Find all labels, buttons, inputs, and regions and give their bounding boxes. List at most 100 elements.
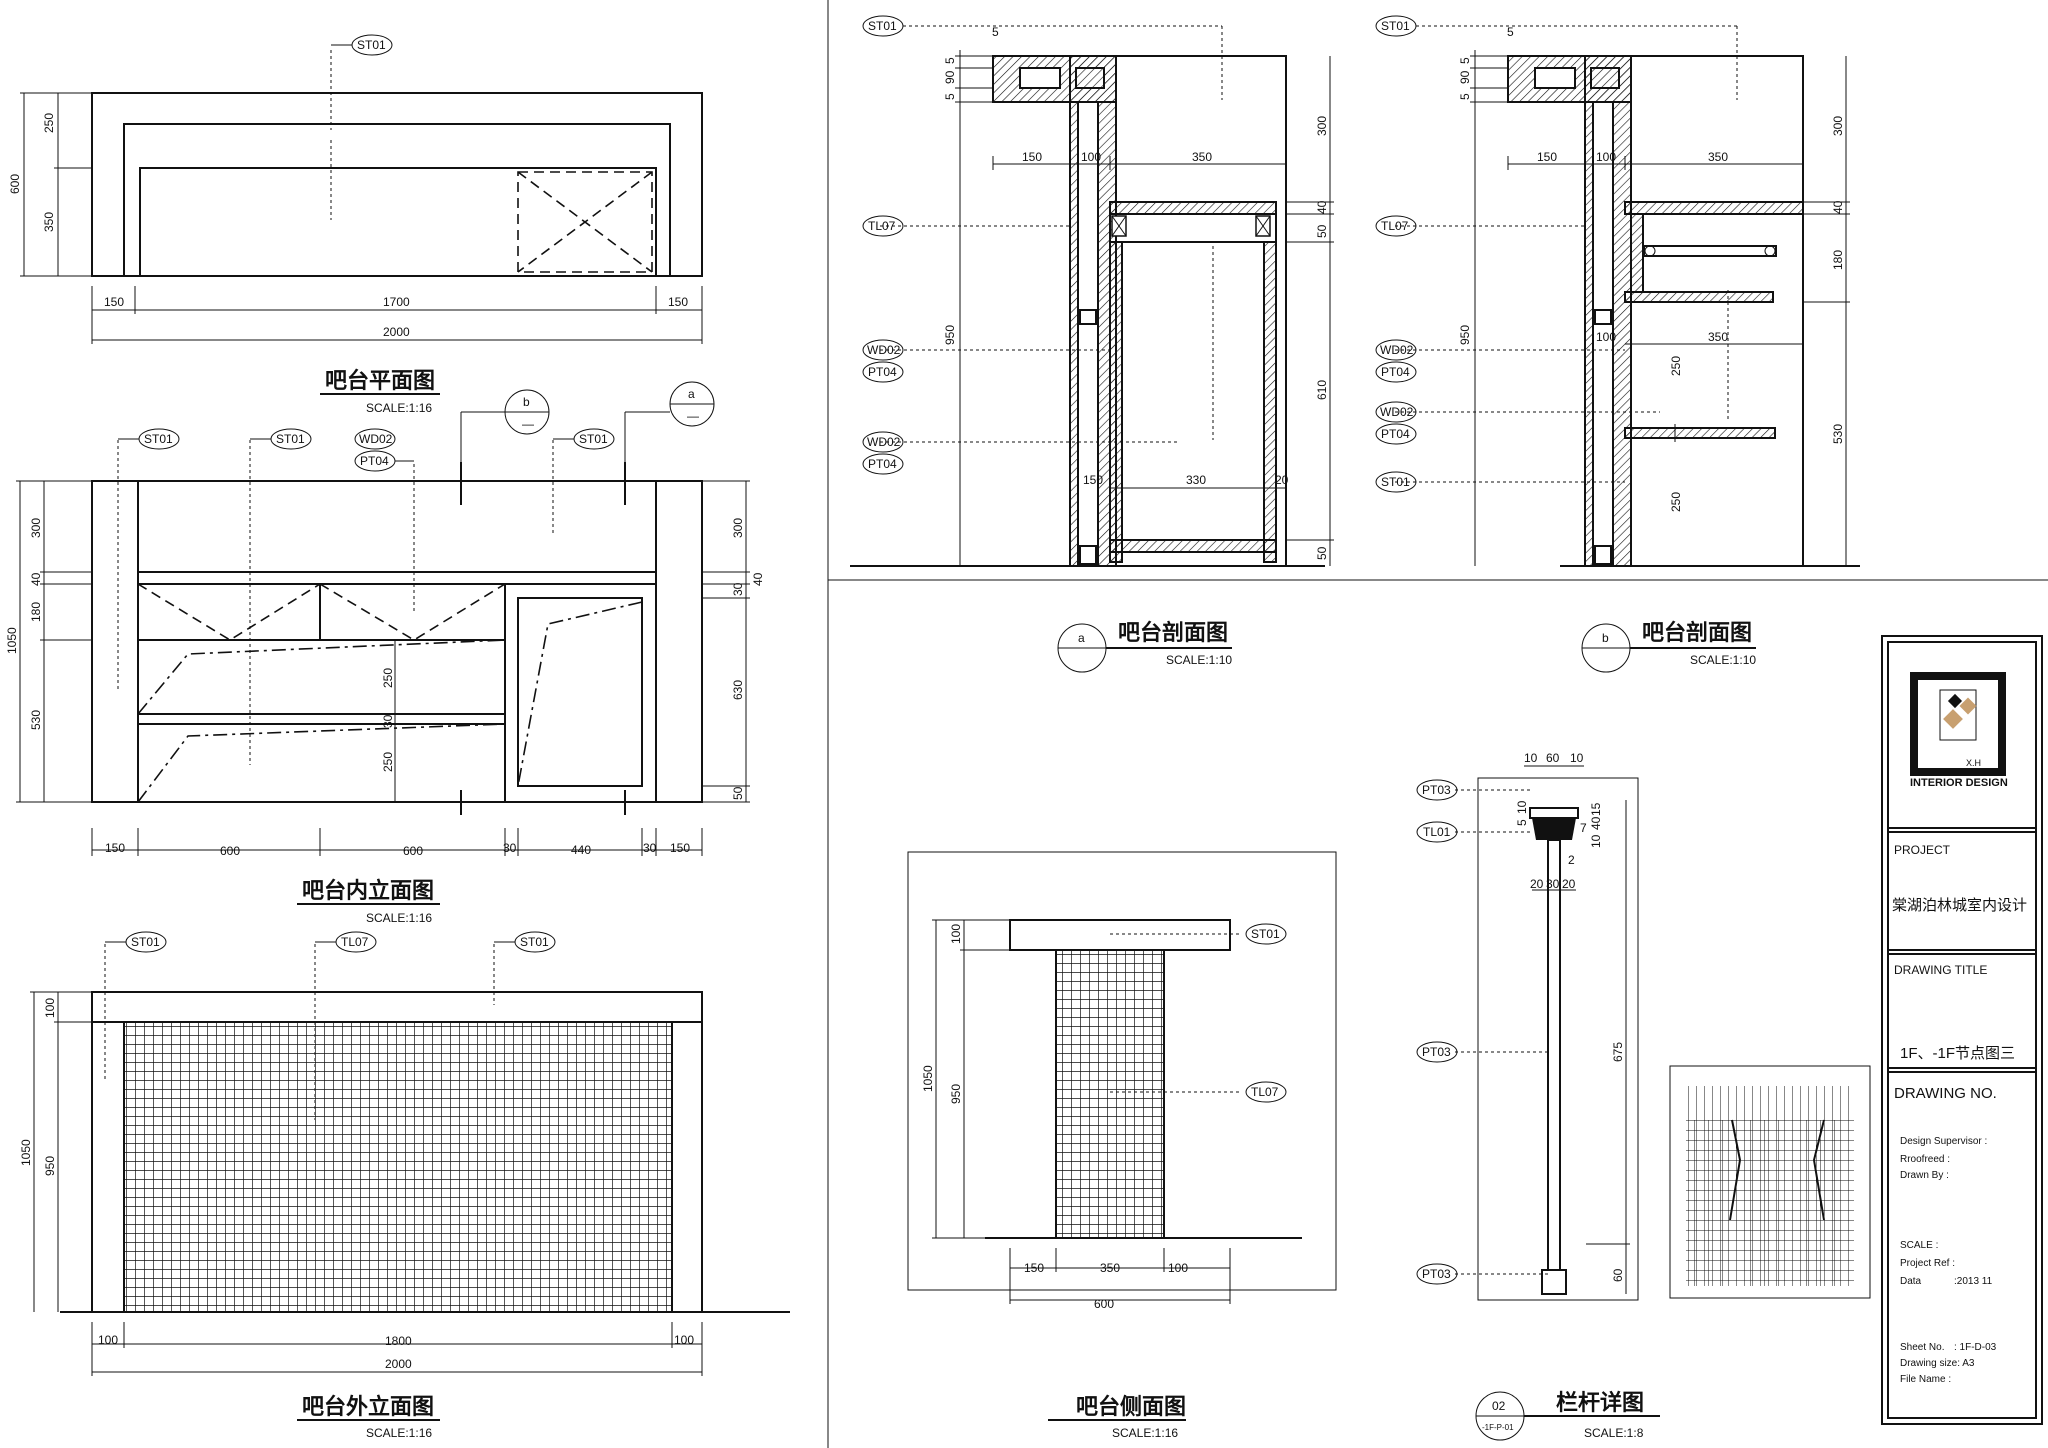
plan-dim-150b: 150 xyxy=(668,295,688,309)
tb-design-supervisor: Design Supervisor : xyxy=(1900,1136,1987,1147)
plan-dim-150a: 150 xyxy=(104,295,124,309)
tb-drawn-by: Drawn By : xyxy=(1900,1170,1949,1181)
section-a-dim-150: 150 xyxy=(1022,150,1042,164)
outer-tag-tl07: TL07 xyxy=(341,935,369,949)
side-dim-l100: 100 xyxy=(949,924,963,944)
section-a-tag-wd02-b: WD02 xyxy=(867,435,901,449)
inner-dim-b600a: 600 xyxy=(220,844,240,858)
logo-text: INTERIOR DESIGN xyxy=(1910,777,2008,789)
logo-mark-icon: X.H INTERIOR DESIGN xyxy=(1910,672,2008,789)
section-b-view: ST01 TL07 WD02 PT04 WD02 PT04 ST01 5 5 9… xyxy=(1375,15,1860,673)
section-b-dim-5a: 5 xyxy=(1458,57,1472,64)
section-b-tag-pt04-a: PT04 xyxy=(1381,365,1410,379)
inner-dim-l40: 40 xyxy=(29,572,43,586)
section-b-dim-90: 90 xyxy=(1458,70,1472,84)
inner-dim-r50: 50 xyxy=(731,786,745,800)
railing-dim-40: 40 xyxy=(1589,816,1603,830)
inner-dim-r300: 300 xyxy=(731,518,745,538)
railing-tag-pt03-a: PT03 xyxy=(1422,783,1451,797)
side-tag-st01: ST01 xyxy=(1251,927,1280,941)
outer-title: 吧台外立面图 xyxy=(302,1394,434,1419)
inner-dim-b30a: 30 xyxy=(503,841,517,855)
outer-dim-l100: 100 xyxy=(43,998,57,1018)
title-block: X.H INTERIOR DESIGN PROJECT 棠湖泊林城室内设计 DR… xyxy=(1881,635,2043,1425)
section-b-tag-tl07: TL07 xyxy=(1381,219,1409,233)
tb-data-value: :2013 11 xyxy=(1954,1276,1993,1287)
railing-scale: SCALE:1:8 xyxy=(1584,1426,1644,1440)
side-dim-b350: 350 xyxy=(1100,1261,1120,1275)
side-scale: SCALE:1:16 xyxy=(1112,1426,1178,1440)
tb-sheet-no-value: : 1F-D-03 xyxy=(1954,1342,1997,1353)
inner-tag-st01-b: ST01 xyxy=(276,432,305,446)
plan-view: 250 350 600 150 1700 150 2000 ST01 吧台平面图… xyxy=(8,34,703,415)
section-b-dim-350b: 350 xyxy=(1708,330,1728,344)
section-b-dim-950: 950 xyxy=(1458,325,1472,345)
railing-dim-10b: 10 xyxy=(1570,751,1584,765)
section-a-tag-st01: ST01 xyxy=(868,19,897,33)
outer-dim-l950: 950 xyxy=(43,1156,57,1176)
railing-tag-pt03-c: PT03 xyxy=(1422,1267,1451,1281)
section-a-dim-r300: 300 xyxy=(1315,116,1329,136)
railing-dim-10a: 10 xyxy=(1524,751,1538,765)
outer-tag-st01-a: ST01 xyxy=(131,935,160,949)
section-a-tag-wd02-a: WD02 xyxy=(867,343,901,357)
section-b-tag-st01-a: ST01 xyxy=(1381,19,1410,33)
railing-dim-10c: 10 xyxy=(1515,800,1529,814)
inner-dim-b30b: 30 xyxy=(643,841,657,855)
plan-title: 吧台平面图 xyxy=(325,368,435,393)
section-a-dim-150b: 150 xyxy=(1083,473,1103,487)
section-b-dim-r530: 530 xyxy=(1831,424,1845,444)
plan-dim-250: 250 xyxy=(42,113,56,133)
railing-callout-num: 02 xyxy=(1492,1399,1506,1413)
logo-initials: X.H xyxy=(1966,758,1981,768)
section-a-dim-100: 100 xyxy=(1081,150,1101,164)
outer-tag-st01-b: ST01 xyxy=(520,935,549,949)
inner-dim-r30: 30 xyxy=(731,582,745,596)
inner-dim-m250a: 250 xyxy=(381,668,395,688)
outer-elevation-view: ST01 TL07 ST01 100 1050 950 100 1800 100… xyxy=(19,931,790,1440)
section-b-dim-r180: 180 xyxy=(1831,250,1845,270)
inner-dim-r630: 630 xyxy=(731,680,745,700)
plan-dim-1700: 1700 xyxy=(383,295,410,309)
inner-tag-st01-c: ST01 xyxy=(579,432,608,446)
section-a-view: ST01 TL07 WD02 PT04 WD02 PT04 5 5 90 5 9… xyxy=(850,15,1334,673)
section-b-dim-100: 100 xyxy=(1596,150,1616,164)
section-a-dim-20: 20 xyxy=(1275,473,1289,487)
railing-tag-tl01: TL01 xyxy=(1423,825,1451,839)
section-b-dim-350: 350 xyxy=(1708,150,1728,164)
railing-dim-20b: 20 xyxy=(1562,877,1576,891)
side-dim-l950: 950 xyxy=(949,1084,963,1104)
railing-tag-pt03-b: PT03 xyxy=(1422,1045,1451,1059)
section-b-dim-150: 150 xyxy=(1537,150,1557,164)
section-a-dim-90: 90 xyxy=(943,70,957,84)
tb-drawing-title: 1F、-1F节点图三 xyxy=(1900,1045,2015,1062)
railing-dim-20a: 20 xyxy=(1530,877,1544,891)
railing-dim-675: 675 xyxy=(1611,1042,1625,1062)
section-b-dim-250b: 250 xyxy=(1669,492,1683,512)
inner-callout-b-dash: — xyxy=(522,417,534,431)
tb-file-name: File Name : xyxy=(1900,1374,1951,1385)
railing-dim-7: 7 xyxy=(1580,821,1587,835)
section-b-dim-t5: 5 xyxy=(1507,25,1514,39)
railing-dim-60b: 60 xyxy=(1611,1268,1625,1282)
plan-tag-st01: ST01 xyxy=(357,38,386,52)
inner-dim-b600b: 600 xyxy=(403,844,423,858)
inner-title: 吧台内立面图 xyxy=(302,878,434,903)
key-grid-diagram xyxy=(1669,1065,1871,1299)
section-a-dim-r50b: 50 xyxy=(1315,546,1329,560)
outer-dim-l1050: 1050 xyxy=(19,1139,33,1166)
side-elevation-view: ST01 TL07 100 1050 950 150 350 100 600 吧… xyxy=(907,851,1337,1440)
section-a-dim-5a: 5 xyxy=(943,57,957,64)
outer-dim-b1800: 1800 xyxy=(385,1334,412,1348)
outer-dim-b100a: 100 xyxy=(98,1333,118,1347)
railing-dim-60: 60 xyxy=(1546,751,1560,765)
railing-dim-2: 2 xyxy=(1568,853,1575,867)
inner-dim-l1050: 1050 xyxy=(5,627,19,654)
railing-dim-5: 5 xyxy=(1515,819,1529,826)
section-a-dim-950: 950 xyxy=(943,325,957,345)
tb-project-ref: Project Ref : xyxy=(1900,1258,1955,1269)
section-a-scale: SCALE:1:10 xyxy=(1166,653,1232,667)
section-b-dim-5b: 5 xyxy=(1458,93,1472,100)
side-dim-b600: 600 xyxy=(1094,1297,1114,1311)
